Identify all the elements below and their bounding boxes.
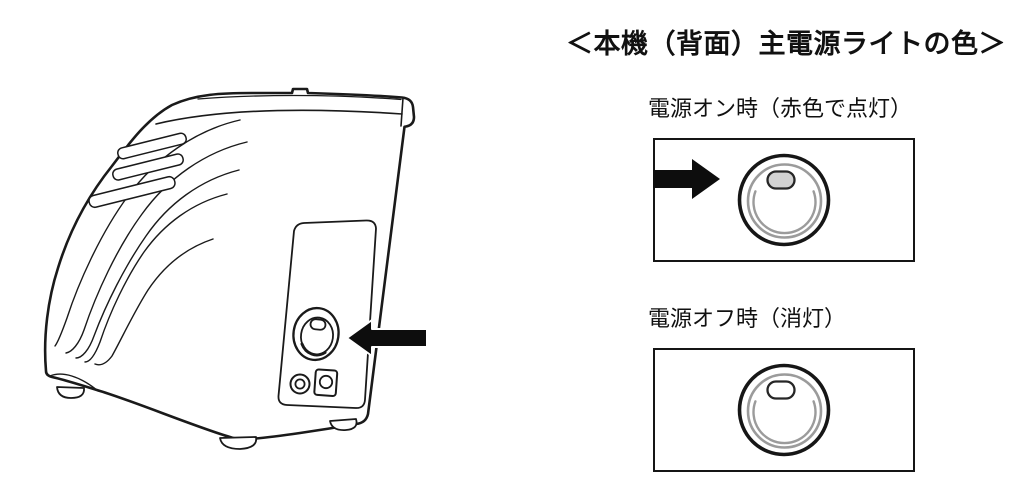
arrow-left-icon <box>346 319 428 357</box>
power-button-on-drawing <box>652 153 831 247</box>
power-off-box <box>653 348 915 472</box>
power-light-indicator-device <box>309 318 327 331</box>
power-on-box <box>652 138 915 262</box>
device-feet <box>56 386 358 450</box>
foot-left <box>56 386 85 399</box>
dc-connector <box>289 373 311 395</box>
power-off-label: 電源オフ時（消灯） <box>648 306 847 331</box>
top-band <box>155 94 404 127</box>
power-light-indicator-off <box>766 380 796 400</box>
foot-right <box>329 418 358 431</box>
vent-slots <box>88 132 187 209</box>
foot-center <box>219 436 258 450</box>
power-button-off-drawing <box>737 363 831 457</box>
power-light-indicator-on <box>766 170 796 190</box>
power-connector <box>313 368 339 398</box>
arrow-right-icon <box>652 158 720 199</box>
figure-title: ＜本機（背面）主電源ライトの色＞ <box>566 29 1006 59</box>
power-on-label: 電源オン時（赤色で点灯） <box>648 96 913 121</box>
main-power-button <box>292 306 340 362</box>
